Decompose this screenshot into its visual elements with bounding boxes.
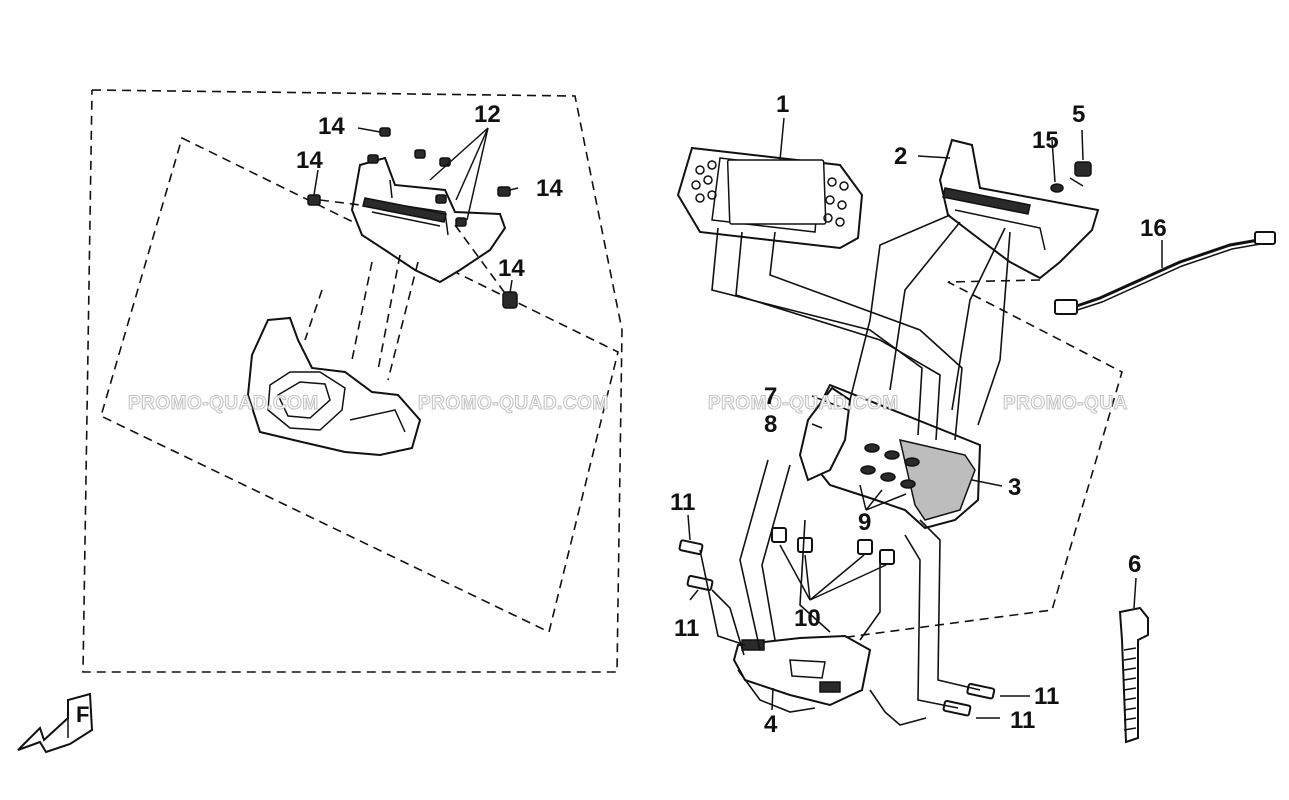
watermarks: PROMO-QUAD.COM PROMO-QUAD.COM PROMO-QUAD… bbox=[127, 392, 1128, 414]
clips-10 bbox=[771, 527, 895, 565]
cable-tie bbox=[1118, 577, 1149, 744]
dash-bracket bbox=[938, 138, 1100, 280]
callout-1: 1 bbox=[776, 91, 789, 118]
callout-11-d: 11 bbox=[1010, 707, 1035, 734]
callout-11-b: 11 bbox=[674, 615, 699, 642]
callout-14-top: 14 bbox=[318, 113, 345, 140]
callout-14-left: 14 bbox=[296, 147, 323, 174]
screw-5-washer-15 bbox=[1050, 129, 1092, 193]
watermark-1: PROMO-QUAD.COM bbox=[128, 393, 319, 414]
callout-8: 8 bbox=[764, 411, 777, 438]
callout-11-c: 11 bbox=[1034, 683, 1059, 710]
callout-labels: 14 14 14 14 12 1 2 3 4 5 6 7 8 9 10 11 1… bbox=[296, 91, 1167, 738]
callout-12: 12 bbox=[474, 101, 501, 128]
left-assembly-lines bbox=[304, 199, 511, 381]
callout-7: 7 bbox=[764, 383, 777, 410]
watermark-2: PROMO-QUAD.COM bbox=[418, 393, 609, 414]
callout-4: 4 bbox=[764, 711, 778, 738]
headlight-cover bbox=[246, 316, 422, 457]
bottom-bracket bbox=[732, 634, 872, 707]
front-marker-letter: F bbox=[76, 702, 89, 727]
callout-2: 2 bbox=[894, 143, 907, 170]
right-assembly-lines bbox=[699, 214, 1123, 726]
callout-11-a: 11 bbox=[670, 489, 695, 516]
callout-15: 15 bbox=[1032, 127, 1059, 154]
mounting-plate bbox=[798, 383, 982, 530]
callout-3: 3 bbox=[1008, 474, 1021, 501]
callout-16: 16 bbox=[1140, 215, 1167, 242]
callout-5: 5 bbox=[1072, 101, 1085, 128]
callout-6: 6 bbox=[1128, 551, 1141, 578]
instrument-cluster bbox=[676, 146, 864, 250]
watermark-4: PROMO-QUA bbox=[1003, 393, 1128, 414]
headlight-bracket bbox=[350, 156, 507, 284]
left-panel-frame bbox=[82, 89, 623, 673]
callout-9: 9 bbox=[858, 509, 871, 536]
right-leaders bbox=[687, 117, 1030, 719]
watermark-3: PROMO-QUAD.COM bbox=[708, 393, 899, 414]
speed-sensor-cable bbox=[1054, 231, 1276, 315]
left-leaders bbox=[313, 127, 519, 294]
callout-14-bottom: 14 bbox=[498, 255, 525, 282]
callout-10: 10 bbox=[794, 605, 821, 632]
front-direction-marker: F bbox=[17, 692, 94, 754]
callout-14-right: 14 bbox=[536, 175, 563, 202]
